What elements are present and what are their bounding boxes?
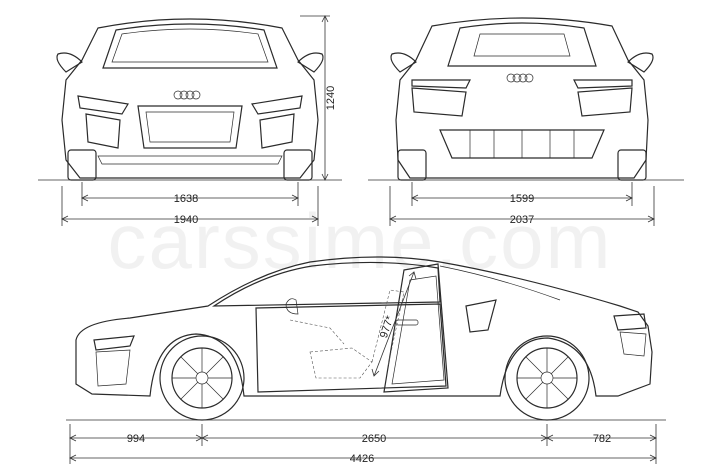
dim-rear-overhang: 782 (593, 433, 611, 445)
dim-front-track: 1638 (174, 193, 198, 205)
dim-rear-width: 2037 (510, 214, 534, 226)
watermark-text: carssime.com (107, 197, 612, 285)
dim-front-width: 1940 (174, 214, 198, 226)
dim-front-overhang: 994 (127, 433, 145, 445)
dim-rear-track: 1599 (510, 193, 534, 205)
dim-overall-length: 4426 (350, 453, 374, 465)
side-view: 977* 994 2650 782 4426 (66, 256, 666, 465)
dim-wheelbase: 2650 (362, 433, 386, 445)
front-view: 1240 1638 1940 (38, 15, 342, 226)
rear-view: 1599 2037 (368, 17, 684, 226)
dim-front-height: 1240 (325, 86, 337, 110)
